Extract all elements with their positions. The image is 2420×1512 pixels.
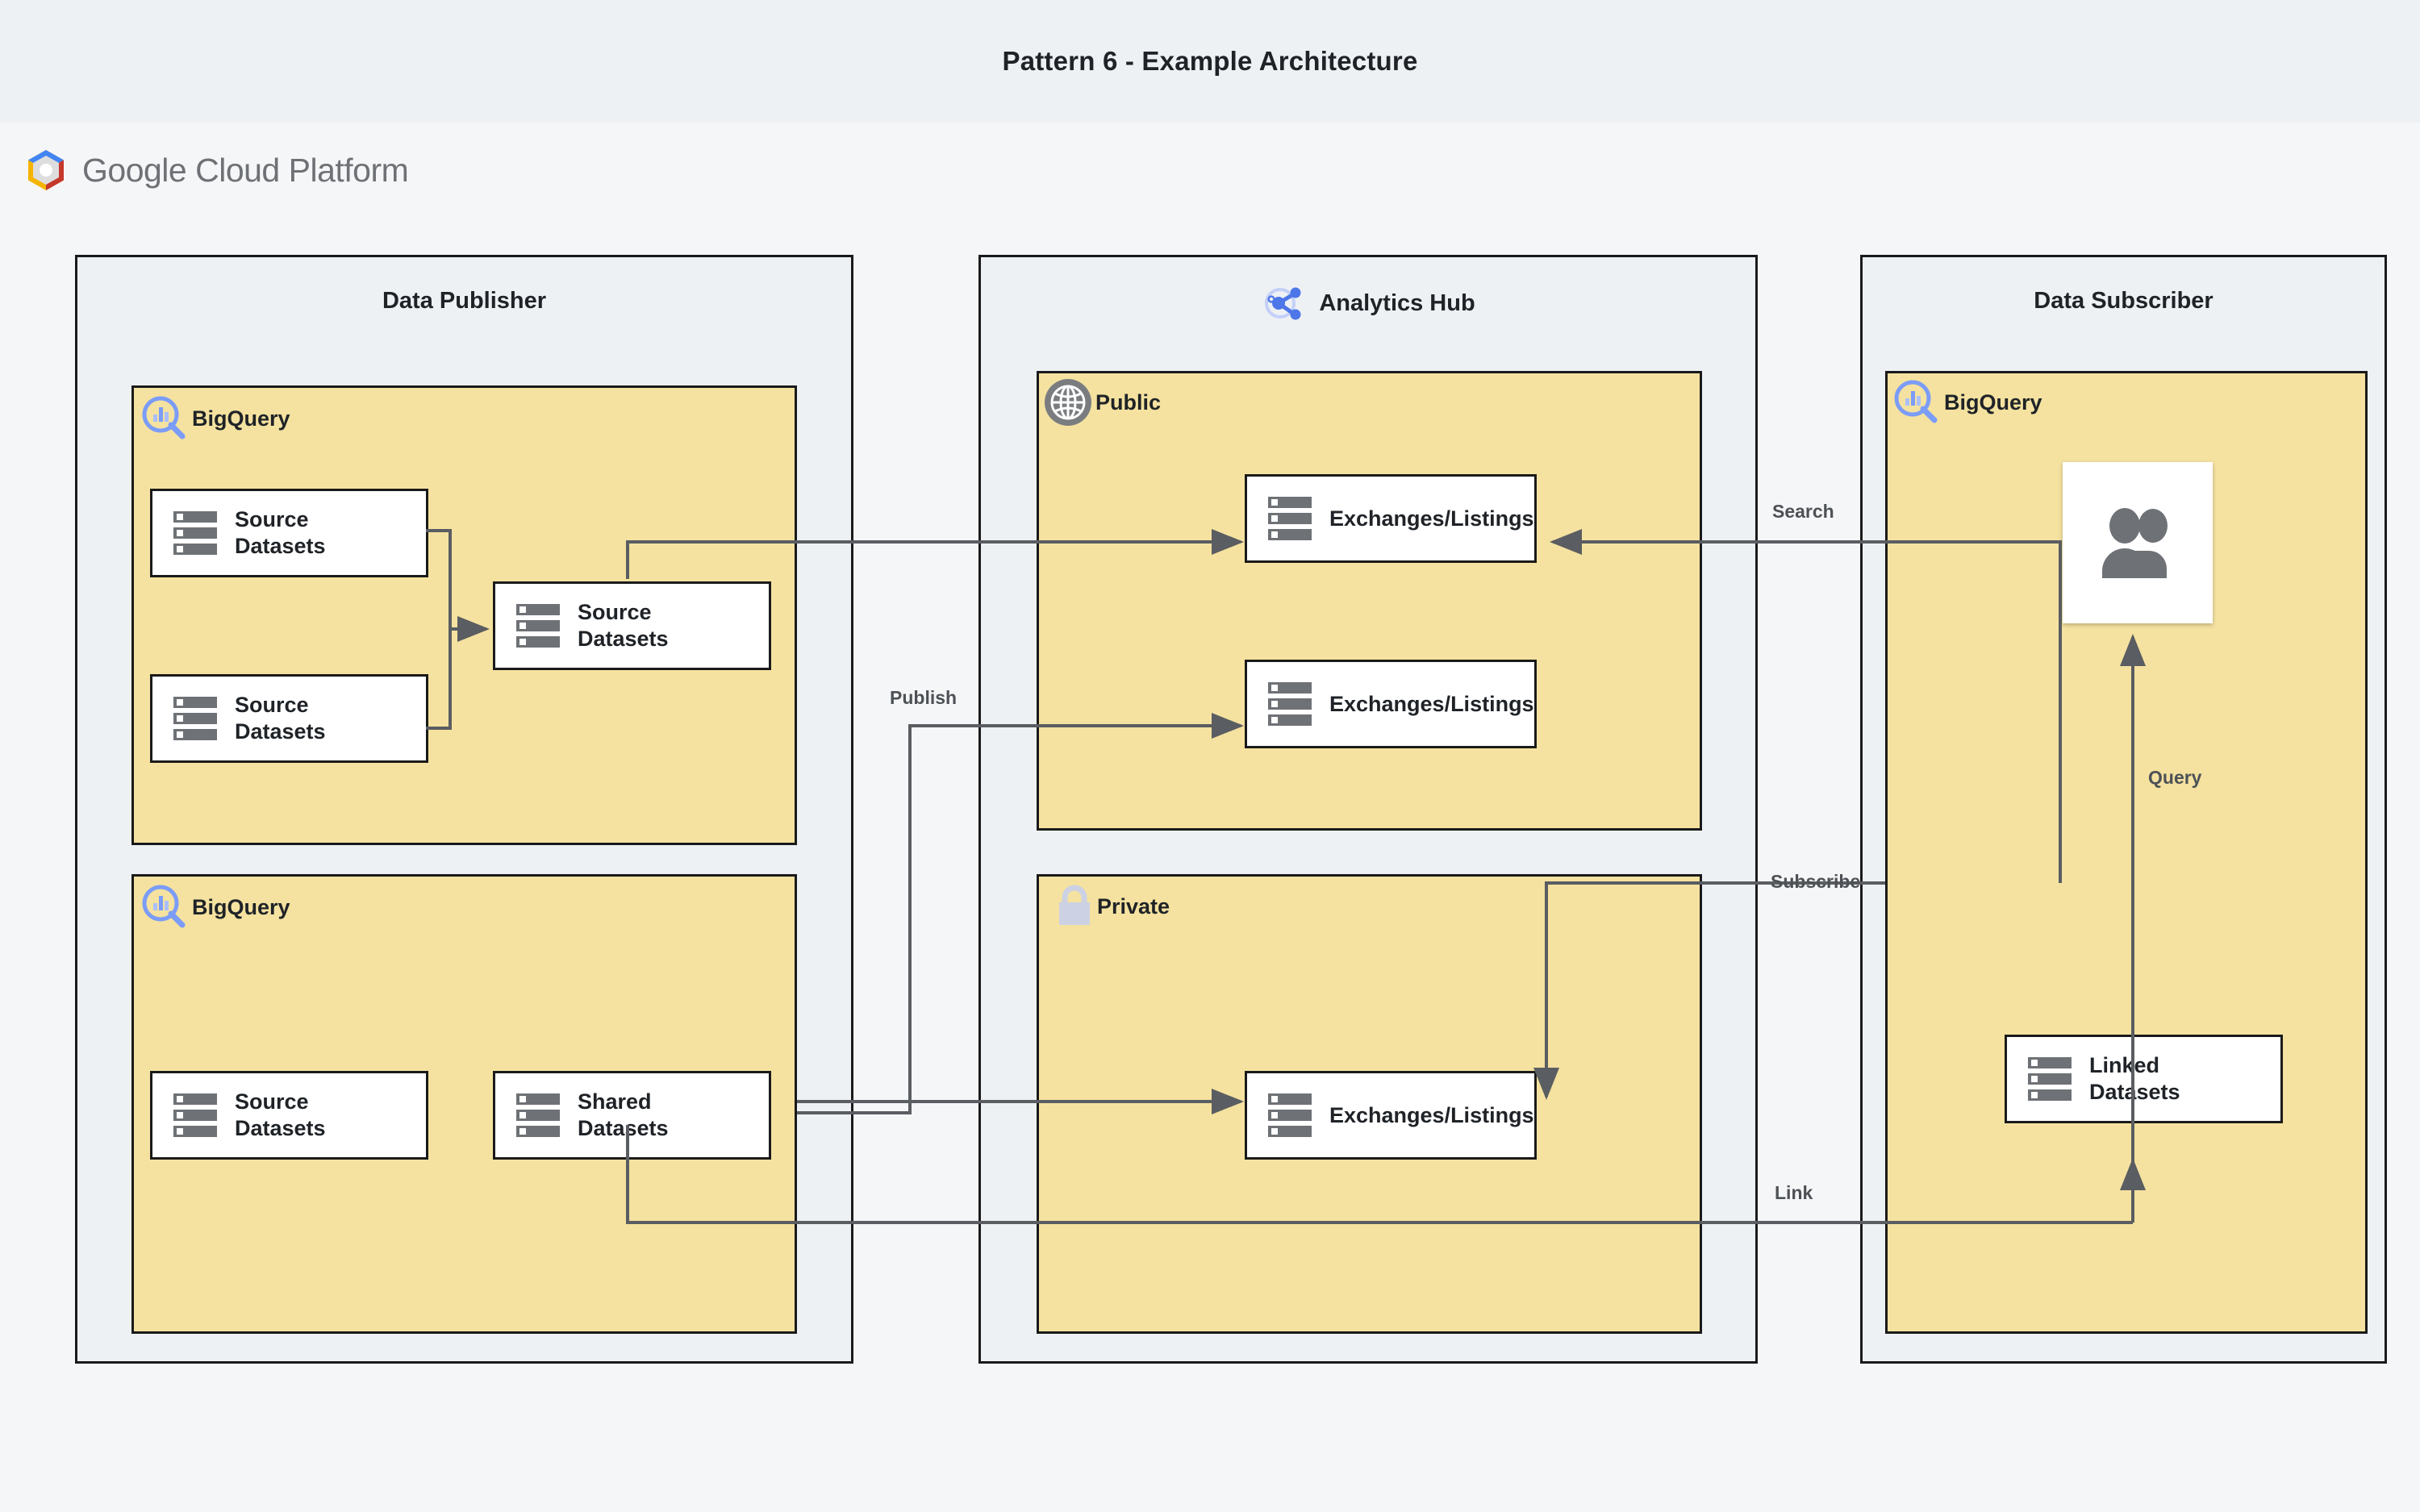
zone-title-data-subscriber: Data Subscriber (2034, 288, 2213, 314)
zone-title-data-publisher: Data Publisher (382, 288, 547, 314)
zone-label: Analytics Hub (1319, 289, 1475, 316)
group-hub-public[interactable]: Public Exchanges/Listings Exchanges/List… (1037, 371, 1702, 831)
globe-icon (1044, 378, 1092, 427)
group-label: Public (1095, 389, 1162, 414)
datasets-icon (1268, 495, 1312, 542)
node-public-exchanges-listings-1[interactable]: Exchanges/Listings (1245, 474, 1537, 563)
bigquery-icon (140, 883, 189, 931)
datasets-icon (1268, 681, 1312, 727)
node-subscriber-users[interactable] (2063, 462, 2213, 623)
datasets-icon (173, 1092, 217, 1139)
group-header: BigQuery (140, 883, 290, 931)
node-source-datasets-3[interactable]: Source Datasets (150, 1071, 428, 1160)
node-label: Exchanges/Listings (1329, 506, 1534, 531)
node-label: Linked Datasets (2089, 1053, 2180, 1104)
node-source-datasets-1[interactable]: Source Datasets (150, 489, 428, 577)
gcp-word-google: Google (82, 151, 187, 189)
group-header: Public (1044, 378, 1161, 427)
datasets-icon (173, 510, 217, 556)
group-label: Private (1097, 893, 1170, 918)
group-label: BigQuery (192, 894, 290, 919)
bigquery-icon (1892, 378, 1941, 427)
datasets-icon (2028, 1056, 2072, 1102)
edge-label-subscribe: Subscribe (1771, 871, 1861, 892)
node-source-datasets-2[interactable]: Source Datasets (150, 674, 428, 763)
node-linked-datasets[interactable]: Linked Datasets (2005, 1035, 2283, 1123)
group-hub-private[interactable]: Private Exchanges/Listings (1037, 874, 1702, 1334)
share-network-icon (1261, 280, 1308, 327)
datasets-icon (173, 695, 217, 742)
group-label: BigQuery (1944, 389, 2042, 414)
group-subscriber-bigquery[interactable]: BigQuery Linked Datasets (1885, 371, 2368, 1334)
gcp-wordmark: Google Cloud Platform (82, 151, 409, 190)
edge-label-publish: Publish (890, 687, 958, 708)
group-header: BigQuery (1892, 378, 2042, 427)
gcp-hexagon-icon (23, 147, 69, 194)
users-icon (2093, 504, 2182, 581)
node-label: Source Datasets (235, 1089, 326, 1140)
datasets-icon (516, 602, 560, 649)
edge-label-search: Search (1772, 501, 1834, 522)
group-publisher-bigquery-bottom[interactable]: BigQuery Source Datasets Shared Datasets (131, 874, 797, 1334)
node-label: Source Datasets (235, 507, 326, 558)
datasets-icon (1268, 1092, 1312, 1139)
node-shared-datasets[interactable]: Shared Datasets (493, 1071, 771, 1160)
datasets-icon (516, 1092, 560, 1139)
node-label: Source Datasets (235, 693, 326, 744)
google-cloud-platform-logo: Google Cloud Platform (23, 147, 409, 194)
edge-label-query: Query (2148, 767, 2202, 788)
node-label: Shared Datasets (578, 1089, 669, 1140)
node-private-exchanges-listings[interactable]: Exchanges/Listings (1245, 1071, 1537, 1160)
group-publisher-bigquery-top[interactable]: BigQuery Source Datasets Source Datasets… (131, 385, 797, 845)
zone-title-analytics-hub: Analytics Hub (981, 280, 1755, 327)
group-header: Private (1055, 883, 1170, 930)
gcp-word-cloud-platform: Cloud Platform (186, 151, 409, 189)
group-header: BigQuery (140, 394, 290, 443)
node-label: Exchanges/Listings (1329, 1102, 1534, 1127)
lock-icon (1055, 883, 1094, 930)
node-label: Exchanges/Listings (1329, 691, 1534, 716)
node-label: Source Datasets (578, 600, 669, 651)
node-source-datasets-merged[interactable]: Source Datasets (493, 581, 771, 670)
node-public-exchanges-listings-2[interactable]: Exchanges/Listings (1245, 660, 1537, 748)
page-title: Pattern 6 - Example Architecture (1002, 46, 1418, 76)
group-label: BigQuery (192, 406, 290, 431)
edge-label-link: Link (1775, 1182, 1813, 1203)
page-title-bar: Pattern 6 - Example Architecture (0, 0, 2420, 123)
bigquery-icon (140, 394, 189, 443)
